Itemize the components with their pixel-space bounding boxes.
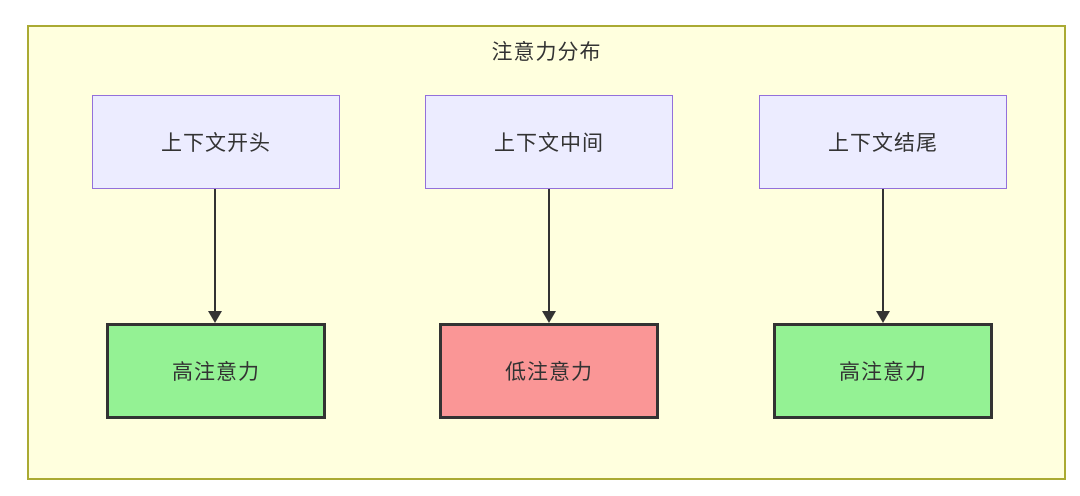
- node-context-end: 上下文结尾: [759, 95, 1007, 189]
- arrow-context-middle-to-attention: [542, 189, 556, 323]
- node-attention-end-label: 高注意力: [839, 361, 927, 384]
- node-context-end-label: 上下文结尾: [828, 132, 938, 155]
- arrow-context-end-to-attention: [876, 189, 890, 323]
- node-context-middle-label: 上下文中间: [494, 132, 604, 155]
- arrow-head-icon: [542, 311, 556, 323]
- arrow-head-icon: [208, 311, 222, 323]
- node-context-start-label: 上下文开头: [161, 132, 271, 155]
- diagram-title: 注意力分布: [491, 41, 602, 64]
- attention-distribution-diagram: 注意力分布 上下文开头 高注意力 上下文中间 低注意力 上下文结尾 高注意力: [27, 25, 1066, 480]
- node-attention-start: 高注意力: [106, 323, 326, 419]
- node-context-middle: 上下文中间: [425, 95, 673, 189]
- arrow-line: [548, 189, 550, 311]
- node-context-start: 上下文开头: [92, 95, 340, 189]
- arrow-line: [214, 189, 216, 311]
- arrow-context-start-to-attention: [208, 189, 222, 323]
- node-attention-middle-label: 低注意力: [505, 361, 593, 384]
- node-attention-end: 高注意力: [773, 323, 993, 419]
- arrow-head-icon: [876, 311, 890, 323]
- arrow-line: [882, 189, 884, 311]
- node-attention-start-label: 高注意力: [172, 361, 260, 384]
- node-attention-middle: 低注意力: [439, 323, 659, 419]
